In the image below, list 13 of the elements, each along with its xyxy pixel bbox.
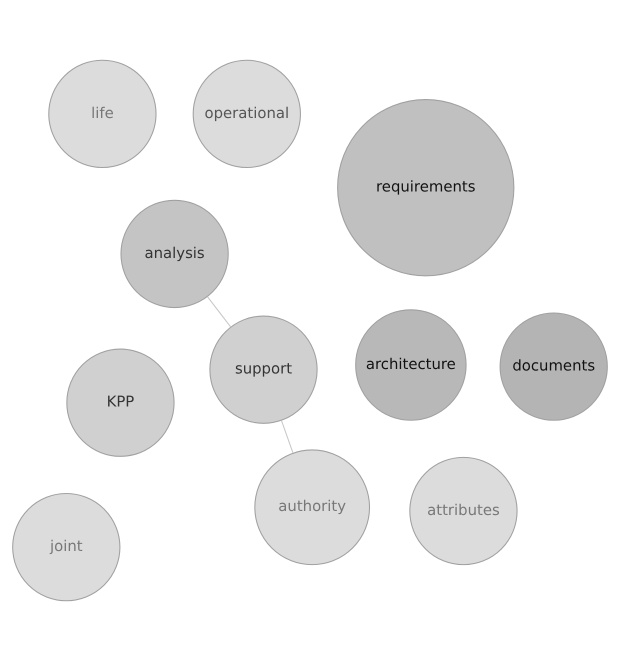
node-circle: analysis [120, 199, 229, 308]
connector [280, 420, 294, 453]
node-circle: requirements [337, 98, 514, 276]
node-circle: documents [500, 312, 608, 420]
connector [207, 296, 232, 327]
node-circle: life [48, 59, 157, 168]
node-circle: operational [192, 59, 301, 168]
node-circle: joint [12, 492, 120, 601]
node-circle: architecture [355, 308, 467, 420]
node-circle: KPP [66, 348, 175, 456]
node-circle: authority [254, 448, 370, 565]
node-circle: attributes [409, 456, 518, 565]
node-circle: support [209, 315, 318, 424]
